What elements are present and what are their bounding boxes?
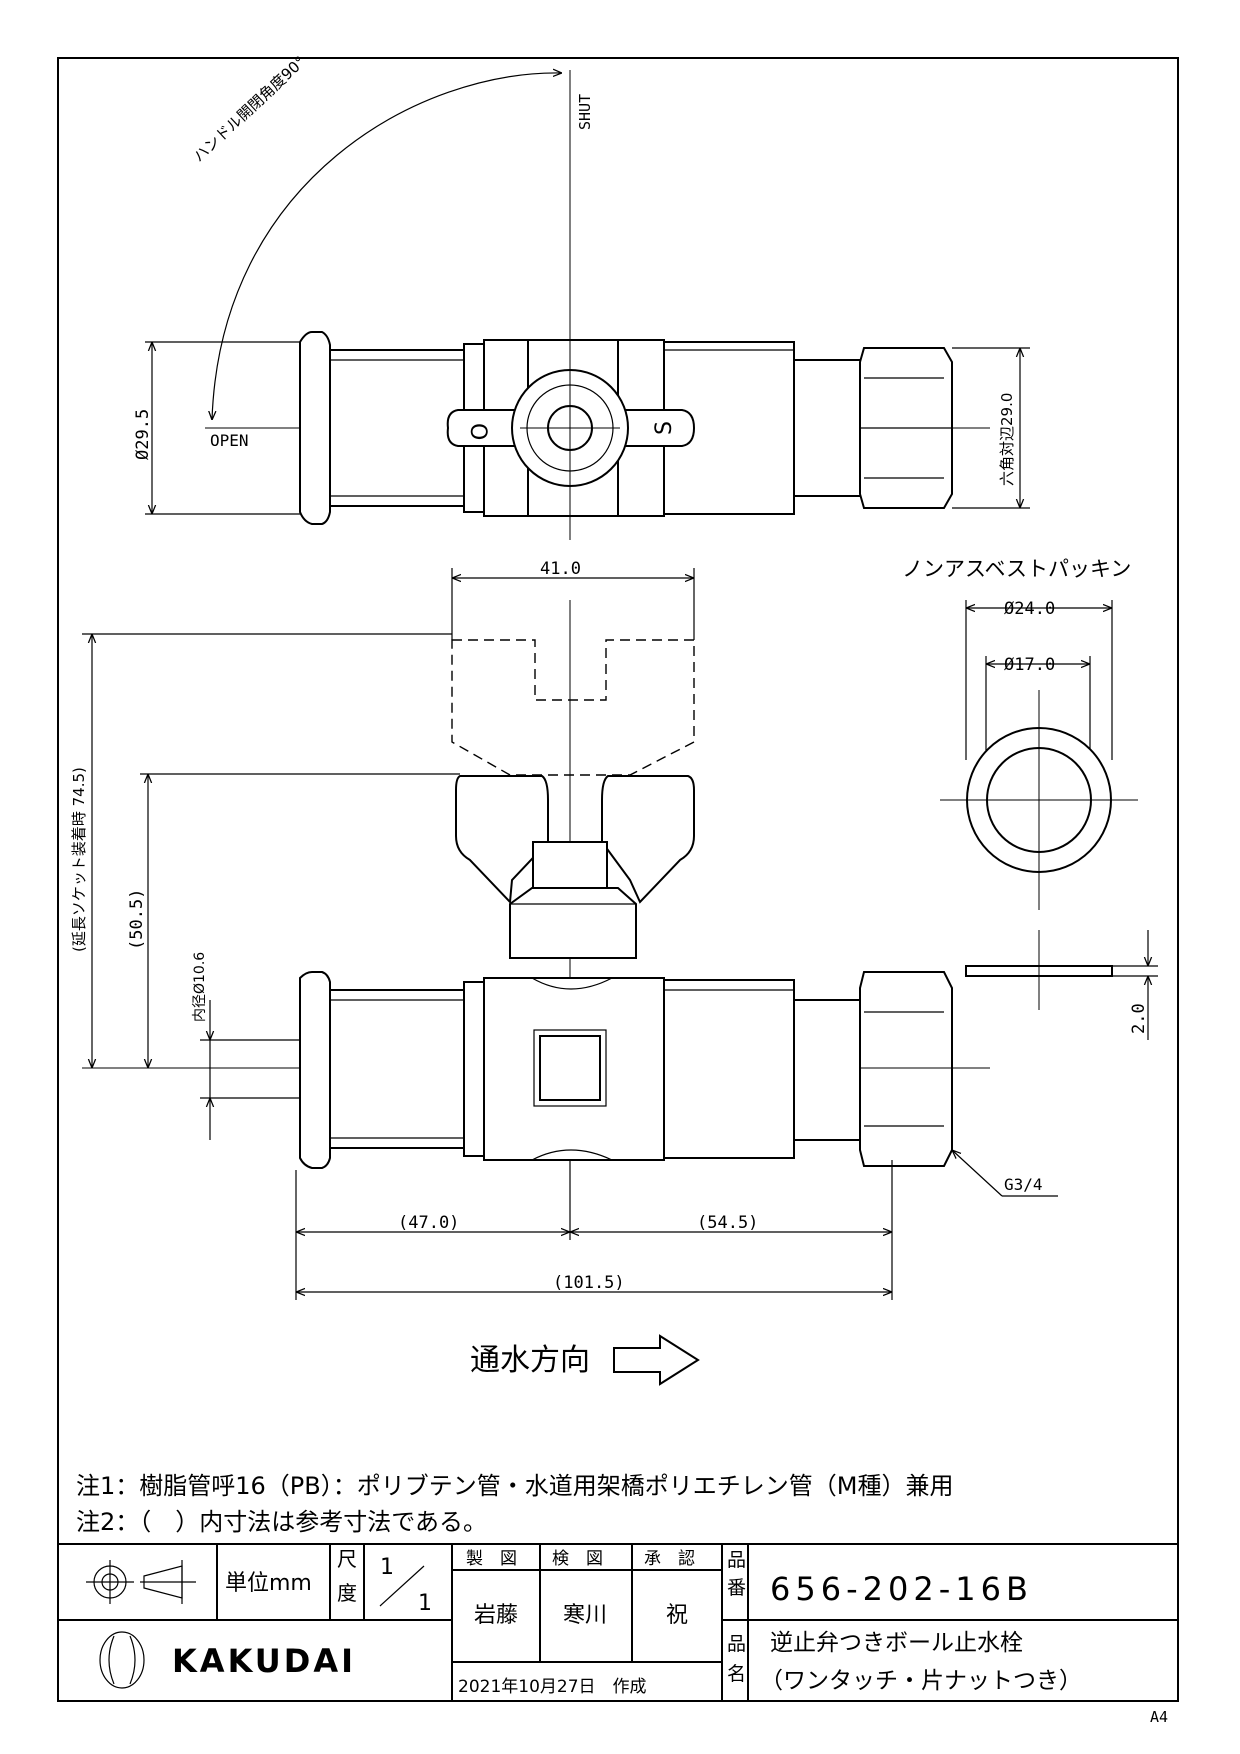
- dim-l54-5: (54.5): [697, 1213, 758, 1233]
- open-label: OPEN: [210, 431, 249, 450]
- dim-w41: 41.0: [540, 559, 581, 579]
- sheet-size: A4: [1150, 1708, 1168, 1726]
- dim-hex29: 六角対辺29.0: [998, 393, 1016, 486]
- checked-label: 検 図: [552, 1549, 603, 1569]
- dim-d17: Ø17.0: [1004, 655, 1055, 675]
- projection-symbol-icon: [86, 1560, 196, 1604]
- angle-arc: [212, 73, 562, 420]
- packing-view: [940, 600, 1158, 1040]
- drawing-border: [57, 57, 1179, 1702]
- dim-t2: 2.0: [1129, 1003, 1149, 1034]
- name-label-1: 品: [727, 1633, 746, 1655]
- shut-label: SHUT: [576, 94, 594, 130]
- date-created: 2021年10月27日 作成: [458, 1677, 647, 1697]
- drafted-label: 製 図: [466, 1549, 517, 1569]
- scale-den: 1: [418, 1591, 432, 1616]
- scale-label-1: 尺: [337, 1547, 357, 1571]
- packing-title: ノンアスベストパッキン: [902, 557, 1131, 581]
- flow-arrow-icon: [613, 1334, 700, 1386]
- name-label-2: 名: [727, 1663, 746, 1685]
- note-1: 注1：樹脂管呼16（PB）：ポリブテン管・水道用架橋ポリエチレン管（M種）兼用: [76, 1472, 953, 1500]
- scale-num: 1: [380, 1555, 394, 1580]
- dim-g34: G3/4: [1004, 1175, 1043, 1194]
- pn-label-1: 品: [727, 1549, 746, 1571]
- dim-inner: 内径Ø10.6: [192, 952, 208, 1022]
- approver-name: 祝: [666, 1603, 688, 1628]
- dim-h74-5: (延長ソケット装着時 74.5): [70, 767, 88, 952]
- scale-label-2: 度: [337, 1581, 357, 1605]
- brand-name: KAKUDAI: [172, 1642, 356, 1680]
- approved-label: 承 認: [644, 1549, 695, 1569]
- checker-name: 寒川: [563, 1603, 607, 1628]
- dim-l101-5: (101.5): [553, 1273, 625, 1293]
- product-name-1: 逆止弁つきボール止水栓: [770, 1630, 1023, 1656]
- note-2: 注2：（ ）内寸法は参考寸法である。: [76, 1508, 487, 1536]
- handle-s-label: S: [652, 421, 677, 435]
- dim-d24: Ø24.0: [1004, 599, 1055, 619]
- drafter-name: 岩藤: [474, 1603, 518, 1628]
- handle-o-label: O: [465, 423, 490, 440]
- dim-l47: (47.0): [398, 1213, 459, 1233]
- pn-label-2: 番: [727, 1577, 746, 1599]
- kakudai-logo: [99, 1631, 145, 1689]
- flow-label: 通水方向: [470, 1343, 590, 1378]
- angle-label: ハンドル開閉角度90°: [190, 52, 309, 165]
- top-view: O S: [145, 70, 1030, 540]
- front-view: [82, 568, 1058, 1300]
- dim-d29-5: Ø29.5: [133, 409, 153, 460]
- part-number: 656-202-16B: [770, 1570, 1033, 1608]
- dim-h50-5: (50.5): [127, 889, 147, 950]
- unit-label: 単位mm: [225, 1571, 312, 1596]
- title-block: [58, 1543, 1178, 1701]
- product-name-2: （ワンタッチ・片ナットつき）: [760, 1668, 1082, 1694]
